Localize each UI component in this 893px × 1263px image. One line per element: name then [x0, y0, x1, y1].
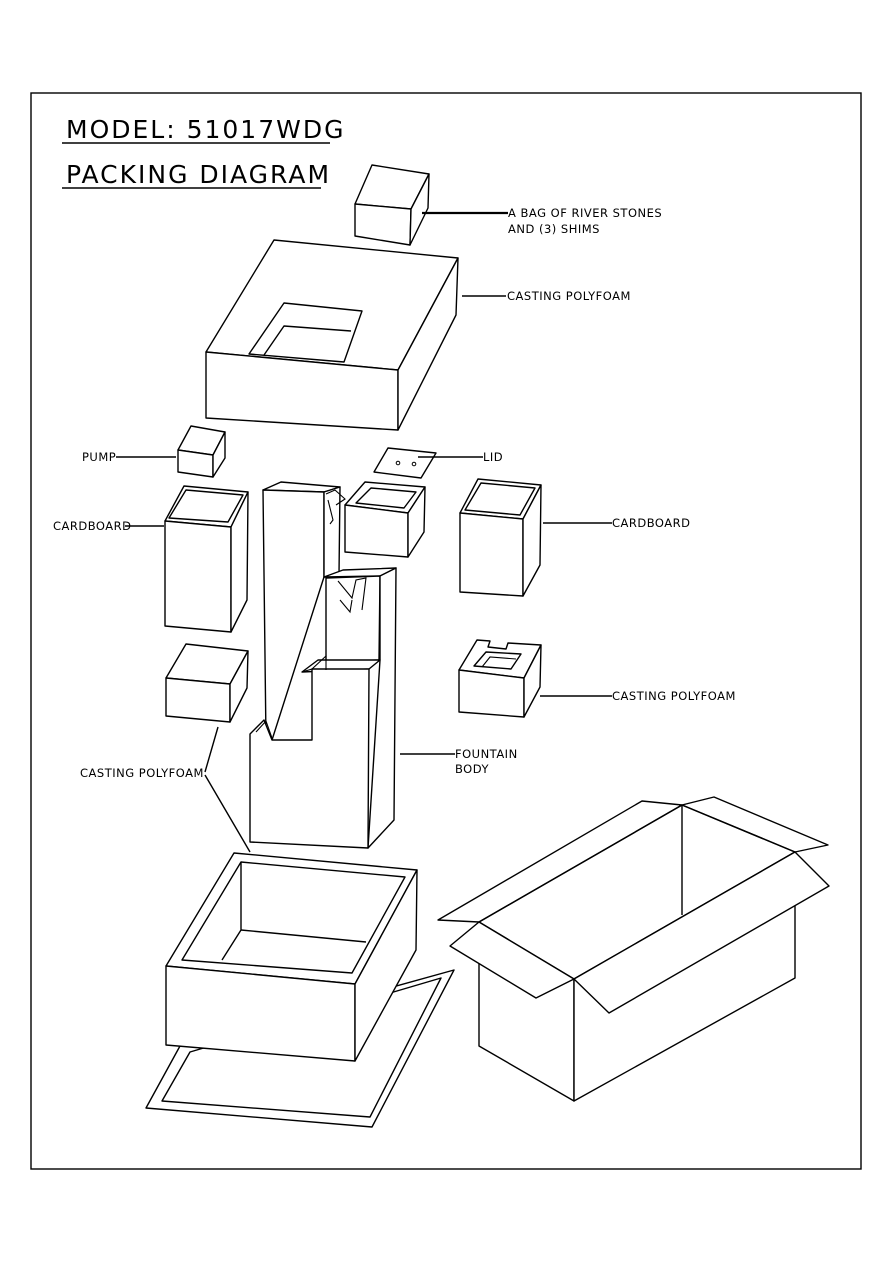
casting-polyfoam-top [205, 239, 459, 431]
packing-diagram-title: PACKING DIAGRAM [66, 160, 331, 189]
pump-label: PUMP [82, 450, 116, 464]
casting-polyfoam-base [165, 852, 418, 1062]
fountain-body [249, 481, 397, 849]
shipping-carton [437, 796, 830, 1102]
casting-top-label: CASTING POLYFOAM [507, 289, 631, 303]
fountain-label-line1: FOUNTAIN [455, 747, 518, 761]
stones-bag-box [354, 164, 430, 246]
page-border [30, 92, 862, 1170]
pump-box [177, 425, 226, 478]
cardboard-left [164, 485, 249, 633]
stones-label-line2: AND (3) SHIMS [508, 222, 600, 236]
cardboard-right [459, 478, 542, 597]
casting-left-label: CASTING POLYFOAM [80, 766, 204, 780]
casting-right-label: CASTING POLYFOAM [612, 689, 736, 703]
casting-polyfoam-right [458, 639, 542, 718]
casting-polyfoam-left-box [165, 643, 249, 723]
cardboard-right-label: CARDBOARD [612, 516, 691, 530]
stones-label-line1: A BAG OF RIVER STONES [508, 206, 662, 220]
model-title: MODEL: 51017WDG [66, 115, 345, 144]
lid-label: LID [483, 450, 503, 464]
cardboard-left-label: CARDBOARD [53, 519, 132, 533]
lid-sheet [373, 447, 437, 479]
fountain-label-line2: BODY [455, 762, 489, 776]
casting-left-leaders [204, 726, 251, 853]
casting-polyfoam-insert-upper [344, 481, 426, 558]
